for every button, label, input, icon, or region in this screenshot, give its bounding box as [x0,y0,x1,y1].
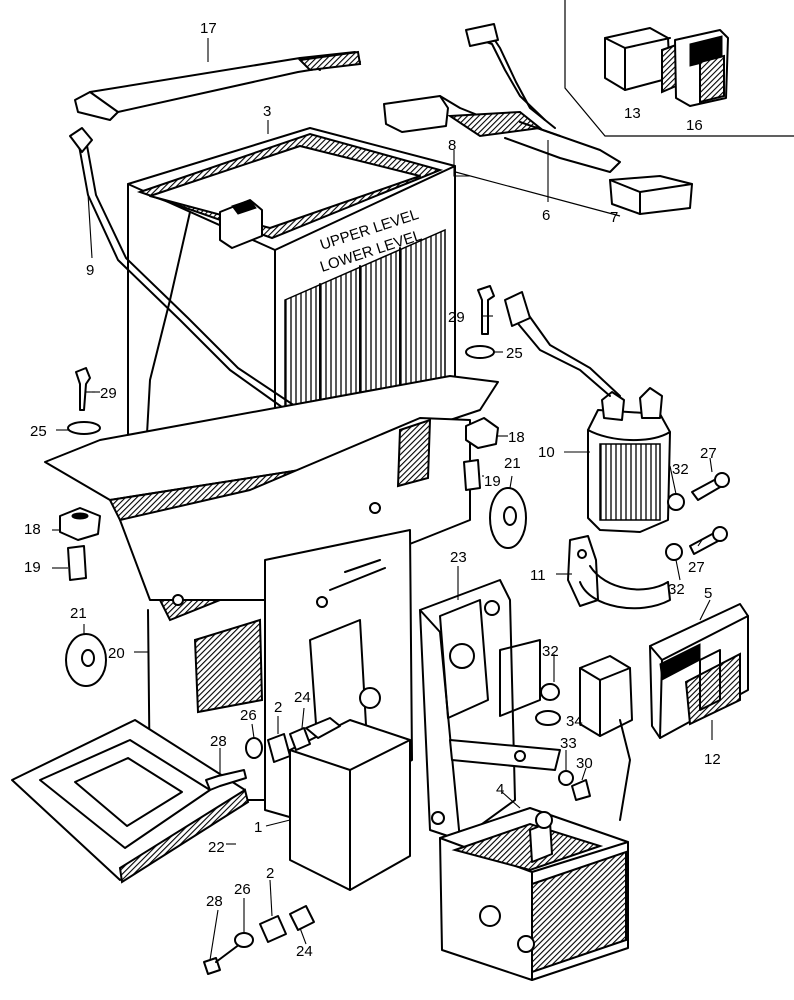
label-4: 4 [496,781,504,798]
label-9: 9 [86,262,94,279]
label-2b: 2 [266,865,274,882]
label-18a: 18 [24,521,41,538]
ignition-coil-10 [504,291,671,533]
label-22: 22 [208,839,225,856]
label-12-visible: 12 [704,751,721,768]
label-27b: 27 [688,559,705,576]
label-24b: 24 [296,943,313,960]
label-10: 10 [538,444,555,461]
part-labels: 17 3 9 8 6 7 13 16 29 25 29 25 18 19 21 … [24,20,721,960]
label-7: 7 [610,209,618,226]
label-29a: 29 [100,385,117,402]
label-6: 6 [542,207,550,224]
label-34: 34 [566,713,583,730]
fuse-box-5-12 [649,603,749,739]
label-32c: 32 [542,643,559,660]
label-29b: 29 [448,309,465,326]
label-1: 1 [254,819,262,836]
label-2a: 2 [274,699,282,716]
relay-4 [439,807,629,981]
label-18b: 18 [508,429,525,446]
label-30: 30 [576,755,593,772]
label-11: 11 [530,567,546,584]
label-26b-visible: 26 [234,881,251,898]
bracket-23 [419,579,561,841]
lower-tray-22 [11,719,250,884]
label-3: 3 [263,103,271,120]
label-25b: 25 [506,345,523,362]
hardware [59,285,730,975]
label-24a: 24 [294,689,311,706]
label-19a: 19 [24,559,41,576]
label-28b-visible: 28 [206,893,223,910]
coil-clamp-11 [567,535,671,610]
label-33: 33 [560,735,577,752]
leader-lines [52,38,713,961]
label-13: 13 [624,105,641,122]
battery: UPPER LEVEL LOWER LEVEL [127,127,456,495]
label-8: 8 [448,137,456,154]
label-5: 5 [704,585,712,602]
label-20: 20 [108,645,125,662]
wire-harness-6-8 [383,23,693,217]
battery-strap [74,50,362,121]
label-19b: 19 [484,473,501,490]
label-23: 23 [450,549,467,566]
label-27a: 27 [700,445,717,462]
label-32b: 32 [668,581,685,598]
label-17: 17 [200,20,217,37]
label-32a: 32 [672,461,689,478]
label-21b: 21 [504,455,521,472]
label-21a: 21 [70,605,87,622]
relay-group-13-16 [564,0,794,137]
regulator-1 [289,717,411,891]
label-25a: 25 [30,423,47,440]
label-28a: 28 [210,733,227,750]
label-16: 16 [686,117,703,134]
label-26a: 26 [240,707,257,724]
ignition-switch-assembly [579,655,633,821]
